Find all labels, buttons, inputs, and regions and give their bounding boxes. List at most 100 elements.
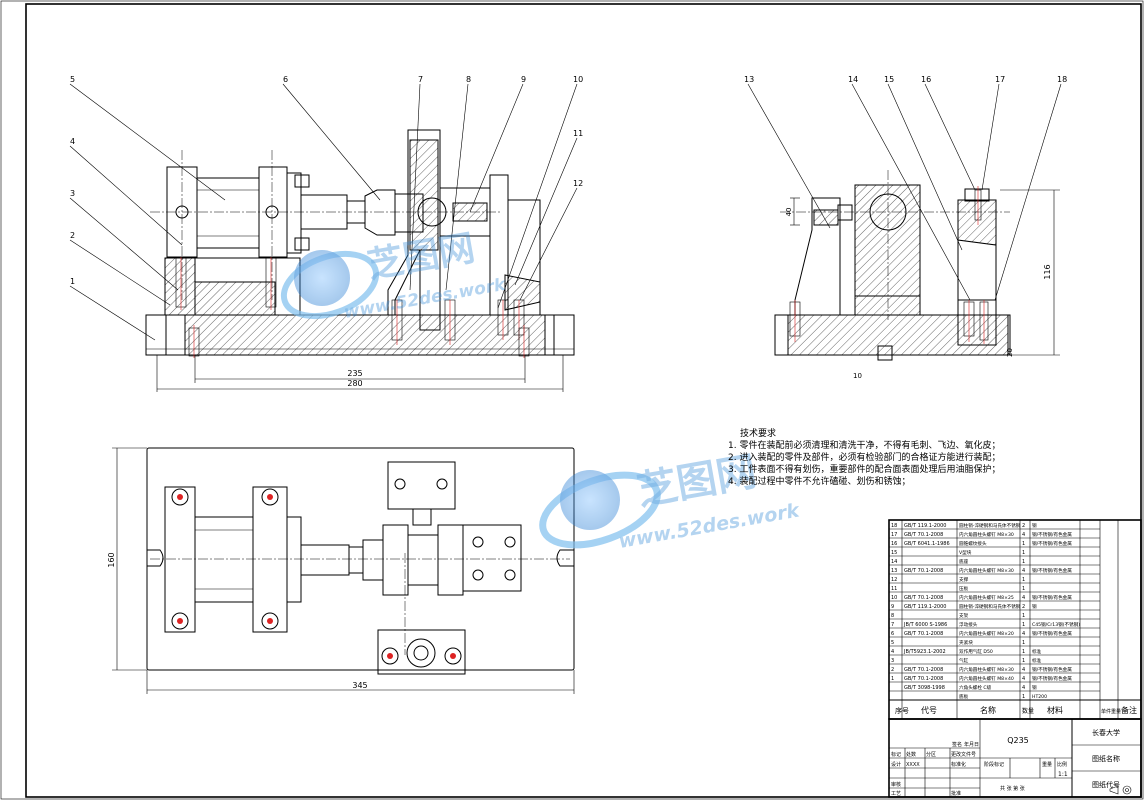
dim-top-height: 160 [107, 552, 116, 567]
bom-row-no: 11 [891, 586, 897, 592]
bom-row-mat: 钢/不锈钢/有色金属 [1032, 666, 1072, 673]
technical-requirements: 技术要求 1. 零件在装配前必须清理和清洗干净，不得有毛刺、飞边、氧化皮； 2.… [728, 428, 1128, 488]
watermark-1: 芝图网 www.52des.work [280, 228, 509, 323]
bom-row-name: 内六角圆柱头螺钉 M8×20 [959, 630, 1014, 637]
balloon-14: 14 [848, 75, 858, 84]
bom-row-mat: 钢/不锈钢/有色金属 [1032, 540, 1072, 547]
bom-row-name: 内六角圆柱头螺钉 M8×30 [959, 531, 1014, 538]
bom-row-no: 13 [891, 568, 897, 574]
bom-row-name: 支撑 [959, 576, 969, 583]
bom-row-no: 16 [891, 541, 897, 547]
balloon-15: 15 [884, 75, 894, 84]
bom-row-mat: 钢/不锈钢/有色金属 [1032, 531, 1072, 538]
bom-row-qty: 1 [1022, 577, 1025, 583]
side-view: 116 40 10 20 [774, 170, 1060, 380]
bom-row-qty: 2 [1022, 604, 1025, 610]
bom-row-qty: 1 [1022, 613, 1025, 619]
bom-row-name: 内六角圆柱头螺钉 M8×25 [959, 594, 1014, 601]
dim-front-overall: 280 [347, 379, 362, 388]
tb-material: Q235 [1007, 736, 1029, 745]
tech-item-2: 2. 进入装配的零件及部件，必须有检验部门的合格证方能进行装配； [728, 453, 1001, 463]
watermark-brand-1: 芝图网 [364, 228, 477, 287]
bom-row-code: GB/T 119.1-2000 [904, 523, 946, 529]
balloon-8: 8 [466, 75, 471, 84]
bom-header-code: 代号 [921, 705, 937, 715]
balloon-5: 5 [70, 75, 75, 84]
bom-row-no: 10 [891, 595, 897, 601]
bom-row-no: 3 [891, 658, 894, 664]
bom-row-qty: 1 [1022, 694, 1025, 700]
bom-row-no: 2 [891, 667, 894, 673]
bom-row-code: GB/T 6041.1-1986 [904, 541, 950, 547]
bom-row-name: 六角头螺栓 C级 [959, 684, 992, 691]
bom-row-name: 气缸 [959, 657, 969, 664]
bom-row-qty: 4 [1022, 685, 1025, 691]
base-plate-section [184, 314, 546, 356]
balloon-11: 11 [573, 129, 583, 138]
tb-stage: 阶段标记 [984, 761, 1004, 768]
dim-side-height: 116 [1043, 264, 1052, 279]
tech-title: 技术要求 [740, 429, 777, 439]
bom-row-qty: 1 [1022, 550, 1025, 556]
balloon-16: 16 [921, 75, 931, 84]
tb-drawing-name: 图纸名称 [1092, 754, 1120, 763]
bom-row-qty: 1 [1022, 541, 1025, 547]
balloon-12: 12 [573, 179, 583, 188]
bom-row-name: V型块 [959, 549, 972, 556]
bom-row-no: 4 [891, 649, 894, 655]
globe-logo-icon [294, 250, 350, 306]
bom-row-qty: 4 [1022, 595, 1025, 601]
bom-row-qty: 4 [1022, 667, 1025, 673]
bom-row-no: 6 [891, 631, 894, 637]
balloon-9: 9 [521, 75, 526, 84]
front-view: 235 280 [145, 129, 575, 392]
bom-row-no: 5 [891, 640, 894, 646]
bom-header-mat: 材料 [1047, 705, 1063, 715]
bom-row-mat: 钢/不锈钢/有色金属 [1032, 675, 1072, 682]
top-bolt-heads [171, 488, 462, 665]
bom-row-qty: 1 [1022, 622, 1025, 628]
projection-symbol-icon [1109, 785, 1132, 795]
bom-row-no: 8 [891, 613, 894, 619]
dim-top-width: 345 [352, 681, 367, 690]
bom-row-name: 底板 [959, 693, 969, 700]
bom-row-no: 9 [891, 604, 894, 610]
bom-row-mat: 标准 [1032, 648, 1042, 655]
tb-change-doc: 更改文件号 [951, 751, 976, 758]
bom-row-qty: 1 [1022, 559, 1025, 565]
bom-row-qty: 1 [1022, 640, 1025, 646]
dim-side-small-3: 20 [1006, 348, 1014, 357]
bom-row-no: 7 [891, 622, 894, 628]
balloon-6: 6 [283, 75, 288, 84]
bom-row-mat: HT200 [1032, 694, 1047, 700]
bom-row-name: 圆锥螺纹接头 [959, 540, 987, 547]
bom-row-mat: 标准 [1032, 657, 1042, 664]
bom-row-code: GB/T 70.1-2008 [904, 532, 943, 538]
bom-header-remark: 备注 [1121, 705, 1137, 715]
tb-school: 长春大学 [1092, 728, 1120, 737]
balloon-18: 18 [1057, 75, 1067, 84]
balloon-4: 4 [70, 137, 75, 146]
bom-row-qty: 1 [1022, 658, 1025, 664]
tb-process: 工艺 [891, 791, 901, 797]
balloon-3: 3 [70, 189, 75, 198]
tb-weight: 重量 [1042, 761, 1052, 768]
bom-row-mat: 钢 [1032, 684, 1037, 691]
title-block: Q235 长春大学 图纸名称 图纸代号 标记 处数 分区 更改文件号 设计 XX… [888, 718, 1142, 798]
bom-row-mat: 钢/不锈钢/有色金属 [1032, 630, 1072, 637]
bom-row-name: 夹紧块 [959, 639, 973, 646]
bom-row-name: 支架 [959, 612, 969, 619]
bom-row-qty: 1 [1022, 649, 1025, 655]
balloon-17: 17 [995, 75, 1005, 84]
bom-row-qty: 4 [1022, 532, 1025, 538]
tb-design: 设计 [891, 761, 901, 768]
tb-date: 年月日 [964, 741, 979, 748]
globe-logo-icon-2 [560, 470, 620, 530]
top-view: 345 160 [107, 447, 575, 694]
bom-row-no: 15 [891, 550, 897, 556]
inner-frame [25, 3, 1142, 798]
bom-row-code: GB/T 70.1-2008 [904, 676, 943, 682]
bom-row-mat: 钢 [1032, 603, 1037, 610]
